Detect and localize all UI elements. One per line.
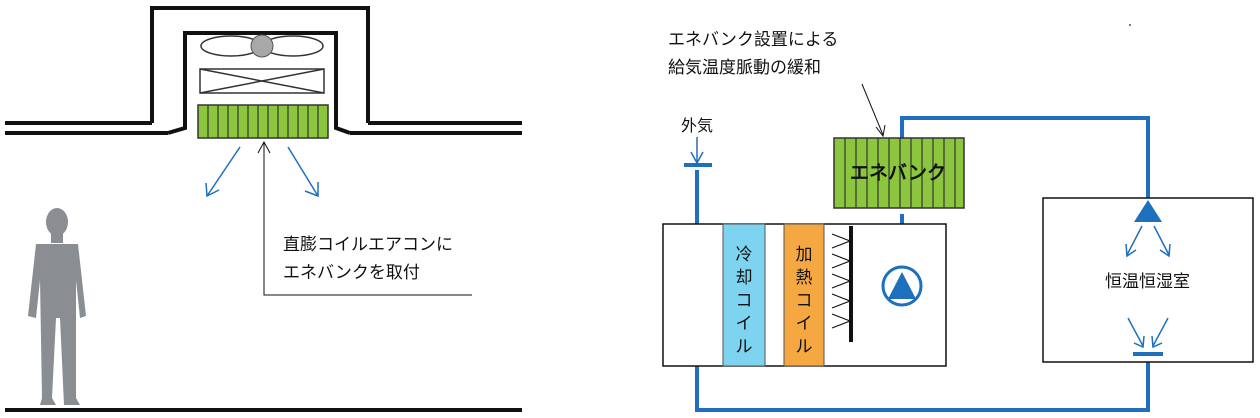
fan-icon	[200, 34, 324, 58]
room-box	[1042, 197, 1254, 363]
callout-pointer	[257, 140, 472, 296]
ceiling-ac-unit	[150, 6, 370, 135]
note-text-line1: エネバンク設置による	[668, 30, 839, 50]
ceiling-line	[5, 121, 522, 135]
outside-air-label: 外気	[681, 116, 714, 135]
room-label: 恒温恒湿室	[1105, 272, 1190, 292]
heating-coil-label: 加熱コイル	[795, 245, 813, 357]
cooling-coil-label: 冷却コイル	[735, 245, 753, 357]
enebank-label: エネバンク	[850, 162, 946, 184]
callout-text-line2: エネバンクを取付	[283, 263, 420, 283]
corner-dot	[1129, 24, 1131, 26]
supply-diffuser	[1125, 200, 1171, 258]
humidifier	[831, 226, 853, 342]
airflow-arrows	[205, 146, 319, 198]
outside-air-inlet	[684, 137, 712, 167]
pump-icon	[881, 265, 923, 307]
note-pointer	[861, 83, 886, 138]
enebank-unit-right	[833, 137, 965, 209]
callout-text-line1: 直膨コイルエアコンに	[283, 235, 453, 255]
filter-box	[199, 68, 325, 94]
person-silhouette	[28, 208, 86, 405]
note-text-line2: 給気温度脈動の緩和	[668, 58, 821, 78]
return-grille	[1127, 317, 1169, 356]
heating-coil	[783, 223, 825, 367]
enebank-unit-left	[197, 104, 329, 139]
cooling-coil	[722, 223, 766, 367]
